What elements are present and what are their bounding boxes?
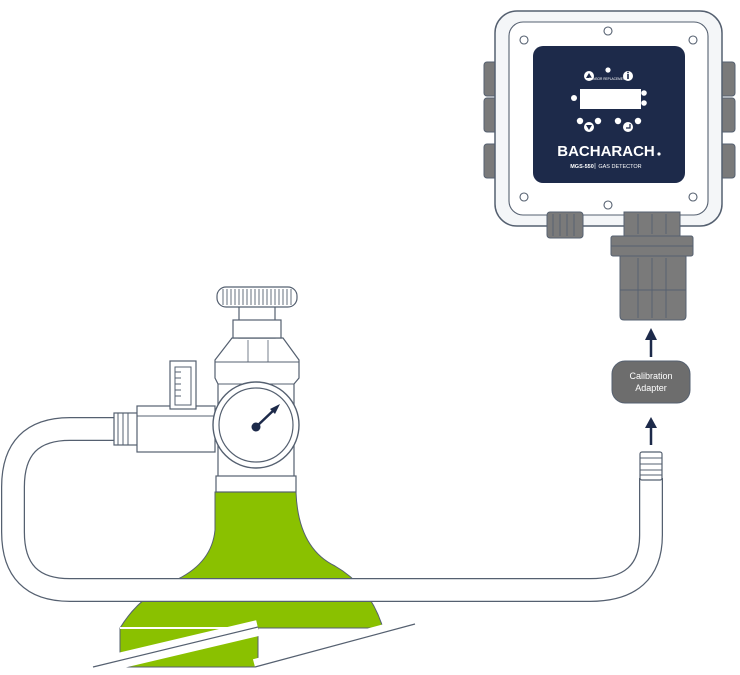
pressure-gauge [212, 381, 300, 469]
pressure-regulator [113, 286, 300, 493]
sensor-head [610, 211, 694, 321]
model-label: MGS-550 [570, 164, 594, 170]
calibration-adapter: Calibration Adapter [611, 360, 691, 404]
right-led-top [641, 90, 647, 96]
center-top-indicator [605, 67, 611, 73]
flow-arrow-lower [645, 417, 657, 445]
adapter-label-line2: Adapter [635, 383, 667, 393]
info-icon[interactable] [623, 71, 633, 81]
gas-detector: SENSOR REPLACEMENT BACHARACH MGS-550 GAS… [483, 10, 736, 321]
tube-end-fitting [639, 451, 663, 481]
knob-knurl [222, 289, 292, 305]
button-mid-small[interactable] [594, 117, 602, 125]
button-right-small[interactable] [614, 117, 622, 125]
button-far-right[interactable] [634, 117, 642, 125]
brand-dot [657, 152, 661, 156]
flow-arrow-upper [645, 328, 657, 357]
adapter-label-line1: Calibration [629, 371, 672, 381]
button-left-small[interactable] [576, 117, 584, 125]
left-led [571, 95, 577, 101]
right-led-bottom [641, 100, 647, 106]
up-arrow-icon[interactable] [584, 71, 594, 81]
gas-tubing [1, 417, 663, 602]
down-arrow-icon[interactable] [584, 122, 594, 132]
brand-logo: BACHARACH [557, 143, 655, 160]
enter-icon[interactable] [623, 122, 633, 132]
panel-small-text: SENSOR REPLACEMENT [589, 77, 627, 81]
detector-type-label: GAS DETECTOR [598, 164, 641, 170]
enclosure-screws [519, 26, 698, 210]
bottom-cable-gland [546, 211, 584, 239]
